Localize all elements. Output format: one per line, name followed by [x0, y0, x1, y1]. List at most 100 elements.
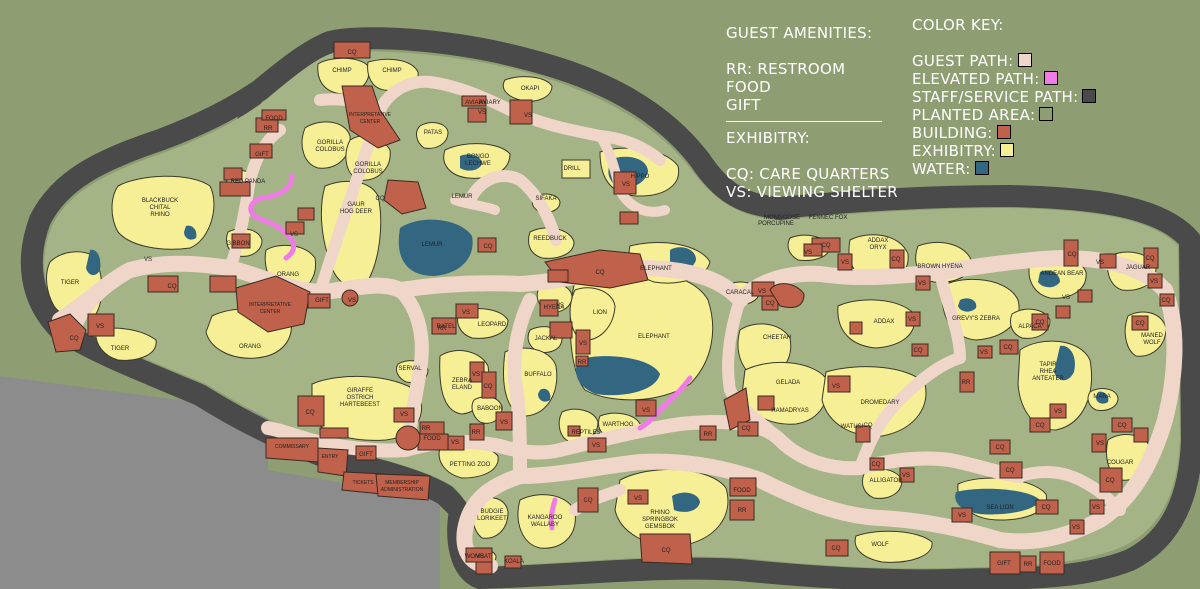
amenity-label: CQ: [1162, 298, 1171, 304]
amenity-label: CQ: [484, 244, 493, 250]
grevys-pond: [958, 298, 977, 312]
key-elevated-path: ELEVATED PATH:: [912, 70, 1096, 88]
amenity-label: GIFT: [997, 561, 1011, 567]
bongo-pond: [460, 154, 482, 171]
exhibit-label: ANDEAN BEAR: [1040, 271, 1084, 277]
exhibit-areas: [46, 57, 1167, 568]
amenity-label: GIFT: [315, 298, 329, 304]
exhibit-label: SIFAKA: [535, 196, 556, 202]
amenity-label: CQ: [1004, 345, 1013, 351]
exhibit-label: DRILL: [563, 166, 581, 172]
exhibit-label: BROWN HYENA: [917, 264, 962, 270]
exhibit-label: RATEL: [437, 324, 457, 330]
amenity-label: CQ: [596, 270, 605, 276]
exhibit-label: HAMADRYAS: [771, 408, 808, 414]
amenity-label: CQ: [1036, 423, 1045, 429]
exhibit-label: LION: [593, 310, 607, 316]
exhibit-label: MONGOOSE: [764, 215, 800, 221]
amenity-label: RR: [472, 430, 481, 436]
amenity-label: VS: [96, 324, 104, 330]
amenity-label: GIFT: [359, 452, 373, 458]
amenity-label: CQ: [864, 423, 873, 429]
amenity-label: CQ: [484, 384, 493, 390]
amenity-label: VS: [980, 350, 988, 356]
exhibit-okapi: [502, 76, 553, 102]
key-building: BUILDING:: [912, 124, 1096, 142]
legend-restroom: RR: RESTROOM: [726, 60, 846, 78]
amenity-label: CQ: [376, 196, 385, 202]
amenity-label: RR: [704, 432, 713, 438]
exhibit-lion: [569, 287, 616, 341]
exhibit-patas: [416, 122, 449, 149]
amenity-label: VS: [556, 303, 564, 309]
outside-area: [0, 376, 440, 589]
water-bodies: [86, 154, 1109, 515]
amenity-label: VS: [622, 182, 630, 188]
exhibit-label: PORCUPINE: [758, 221, 794, 227]
color-key-legend: COLOR KEY: GUEST PATH: ELEVATED PATH: ST…: [912, 16, 1097, 178]
amenity-label: CQ: [1068, 252, 1077, 258]
amenity-label: CQ: [584, 498, 593, 504]
amenity-label: CQ: [766, 301, 775, 307]
exhibit-label: ORANG: [277, 272, 299, 278]
exhibit-kangaroo: [517, 494, 576, 549]
amenity-label: CQ: [1136, 321, 1145, 327]
amenity-label: RR: [422, 426, 431, 432]
staff-path-swatch: [1082, 89, 1097, 103]
exhibit-wolf: [854, 530, 933, 563]
key-planted-area: PLANTED AREA:: [912, 106, 1096, 124]
exhibit-label: CHIMP: [382, 68, 401, 74]
amenity-label: CQ: [1146, 256, 1155, 262]
amenity-label: RR: [438, 326, 447, 332]
exhibit-label: ALPACA: [1018, 324, 1041, 330]
exhibit-label: SEA LION: [986, 505, 1013, 511]
exhibit-label: OKAPI: [521, 86, 540, 92]
amenity-label: VS: [1072, 525, 1080, 531]
exhibit-gorilla: [301, 121, 351, 169]
amenity-label: VS: [1150, 279, 1158, 285]
exhibit-drill: [561, 159, 591, 179]
exhibit-label: MARA: [1093, 394, 1110, 400]
exhibit-alligator: [861, 468, 903, 499]
amenity-label: FOOD: [265, 116, 283, 122]
exhibit-label: ELEPHANT: [638, 334, 670, 340]
lemur-lake: [398, 219, 473, 276]
exhibit-label: SERVAL: [398, 366, 422, 372]
exhibit-label: LEMUR: [421, 242, 443, 248]
exhibit-aoudad: [837, 299, 916, 349]
building-swatch: [996, 125, 1011, 139]
exhibit-label: AVIARY: [465, 100, 486, 106]
amenity-label: CQ: [1036, 320, 1045, 326]
amenity-label: CQ: [1042, 505, 1051, 511]
tiger-pond: [86, 249, 101, 276]
amenity-label: FOOD: [733, 488, 751, 494]
exhibit-label: WOMBAT: [465, 554, 492, 560]
amenity-label: VS: [832, 384, 840, 390]
building-label: TICKETS: [352, 480, 374, 486]
exhibit-label: GIBBON: [226, 241, 249, 247]
exhibit-label: REEDBUCK: [533, 236, 566, 242]
rhino-pond: [672, 492, 700, 512]
amenity-label: VS: [902, 473, 910, 479]
exhibit-label: AVIARY: [479, 100, 500, 106]
amenity-label: VS: [476, 554, 484, 560]
amenity-label: CQ: [168, 284, 177, 290]
amenity-label: CQ: [306, 410, 315, 416]
legend-care-quarters: CQ: CARE QUARTERS: [726, 165, 890, 183]
exhibitry-title: EXHIBITRY:: [726, 129, 811, 147]
exhibit-label: CHIMP: [332, 68, 351, 74]
key-exhibitry: EXHIBITRY:: [912, 142, 1096, 160]
tapir-pond: [1054, 345, 1075, 381]
exhibit-label: BABOON: [477, 406, 503, 412]
amenity-label: CQ: [742, 426, 751, 432]
elevated-paths: [248, 173, 693, 531]
planted-area-swatch: [1039, 107, 1054, 121]
exhibit-label: RED PANDA: [231, 179, 266, 185]
exhibit-label: BUFFALO: [524, 372, 552, 378]
